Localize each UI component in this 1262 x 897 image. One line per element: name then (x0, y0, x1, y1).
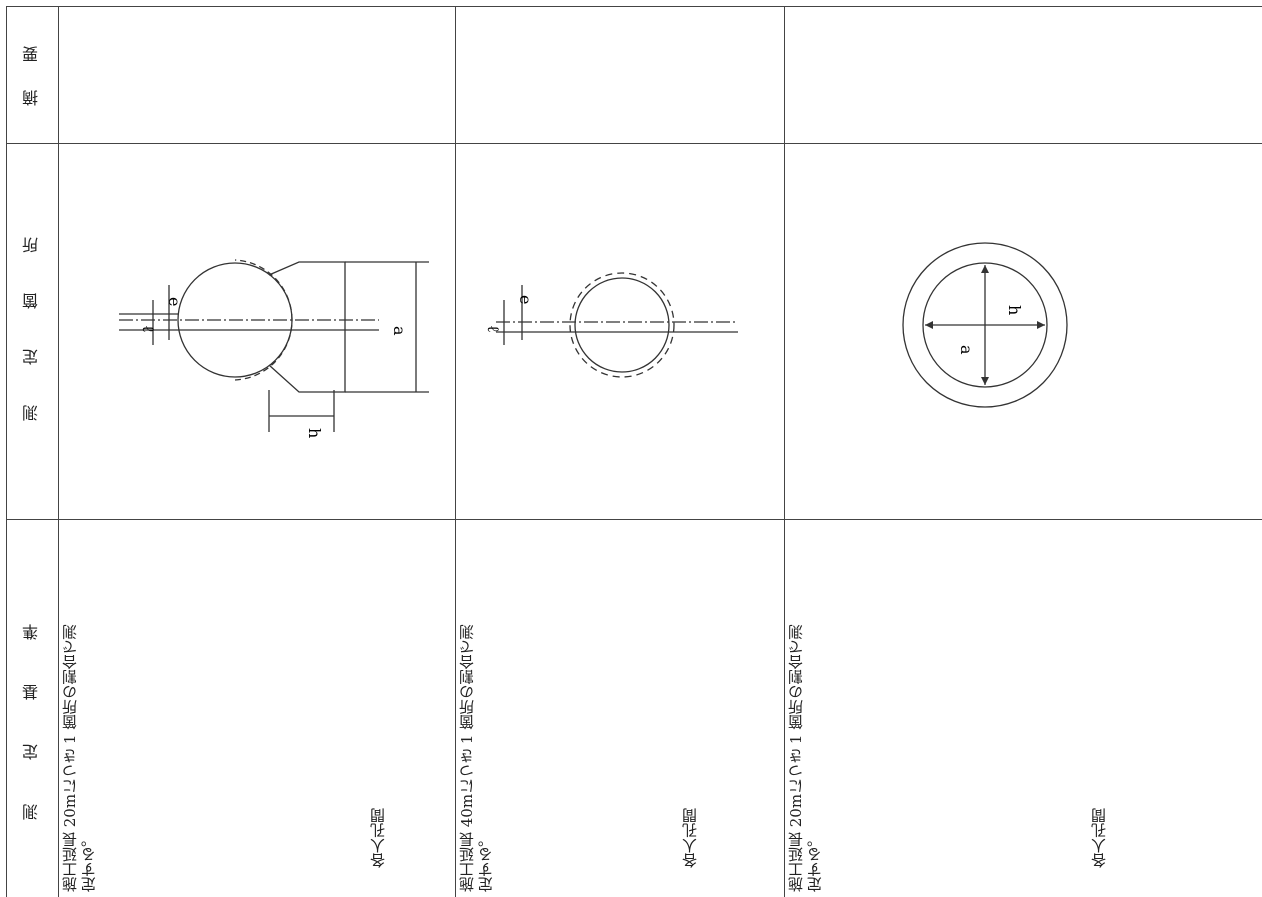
svg-text:ℓ: ℓ (139, 325, 158, 333)
standard-text-3b: 定する。 (805, 832, 824, 892)
standard-text-2: 施工延長 40mにつき 1 箇所の割合で測 (458, 624, 476, 892)
measurement-diagram-2: ℓ e (484, 272, 738, 378)
svg-text:a: a (390, 326, 409, 336)
table-row: ℓ e 施工延長 40mにつき 1 箇所の割合で測 定する。 各人孔間 (456, 0, 784, 897)
manhole-note-2: 各人孔間 (681, 808, 699, 868)
table-border-top (6, 6, 1262, 7)
svg-text:h: h (1005, 305, 1024, 315)
svg-text:ℓ: ℓ (484, 325, 503, 333)
header-location: 測 定 箇 所 (22, 225, 41, 421)
measurement-diagram-1: ℓ e a h (119, 259, 429, 438)
standard-text-1b: 定する。 (79, 832, 98, 892)
header-column-divider (58, 6, 59, 897)
manhole-note-1: 各人孔間 (369, 808, 387, 868)
standard-text-2b: 定する。 (476, 832, 495, 892)
section-divider-remarks (6, 143, 1262, 144)
svg-text:h: h (305, 428, 324, 438)
header-remarks: 摘 要 (22, 40, 41, 106)
row-divider-1 (455, 6, 456, 897)
table-border-left (6, 6, 7, 897)
table-row: ℓ e a h 施工延長 20mにつき 1 箇所の割合で測 定する。 各人孔間 (59, 0, 455, 897)
section-divider-location (6, 519, 1262, 520)
svg-text:e: e (165, 297, 184, 306)
row-divider-2 (784, 6, 785, 897)
standard-text-1: 施工延長 20mにつき 1 箇所の割合で測 (61, 624, 79, 892)
table-row: a h 施工延長 20mにつき 1 箇所の割合で測 定する。 各人孔間 (785, 0, 1262, 897)
standard-text-3: 施工延長 20mにつき 1 箇所の割合で測 (787, 624, 805, 892)
header-standard: 測 定 基 準 (22, 610, 41, 820)
svg-text:e: e (516, 295, 535, 304)
manhole-note-3: 各人孔間 (1090, 808, 1108, 868)
svg-text:a: a (957, 345, 976, 355)
measurement-diagram-3: a h (902, 242, 1068, 408)
